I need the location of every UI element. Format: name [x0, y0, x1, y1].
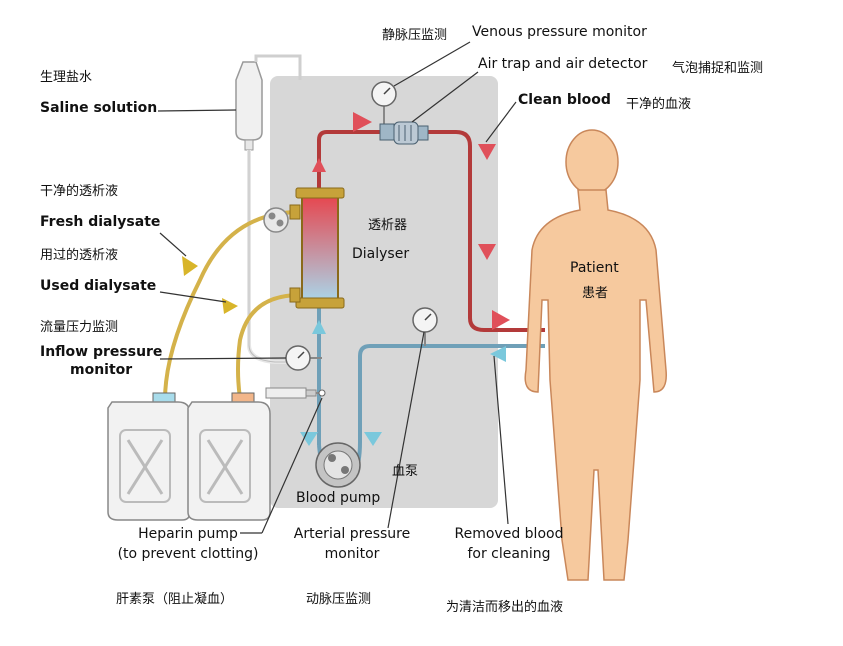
air-trap-label: Air trap and air detector: [478, 56, 648, 72]
patient-silhouette-icon: [524, 129, 667, 581]
heparin-label-2: (to prevent clotting): [117, 546, 259, 562]
flow-arrow-icon: [182, 112, 510, 446]
blood-pump-label: Blood pump: [296, 490, 381, 506]
inflow-pressure-label: Inflow pressure: [40, 344, 163, 360]
air-trap-icon: [379, 121, 429, 145]
inflow-gauge-icon: [285, 345, 322, 371]
removed-blood-label-zh: 为清洁而移出的血液: [446, 600, 564, 615]
used-dialysate-canister-icon: [187, 392, 271, 521]
saline-bag-icon: [235, 61, 290, 364]
flow-meter-icon: [263, 207, 289, 233]
pressure-gauge-icon: [371, 81, 397, 128]
dialyser-icon: [289, 187, 345, 309]
dialyser-label: Dialyser: [352, 246, 410, 262]
saline-label: Saline solution: [40, 100, 158, 116]
arterial-gauge-icon: [412, 307, 438, 346]
heparin-label: Heparin pump: [138, 526, 238, 542]
removed-blood-label-2: for cleaning: [467, 546, 551, 562]
blood-pump-icon: [315, 442, 361, 488]
dialyser-label-zh: 透析器: [368, 218, 408, 233]
arterial-label-zh: 动脉压监测: [306, 592, 372, 607]
inflow-pressure-label-2: monitor: [70, 362, 133, 378]
dialysate-tubes: [163, 210, 301, 401]
leader-lines: [157, 41, 517, 534]
clean-blood-line: [317, 130, 545, 332]
clean-blood-label: Clean blood: [518, 92, 611, 108]
patient-label-zh: 患者: [582, 286, 609, 301]
machine-panel: [270, 76, 498, 508]
patient-label: Patient: [570, 260, 619, 276]
venous-label-zh: 静脉压监测: [382, 28, 448, 43]
fresh-dialysate-label: Fresh dialysate: [40, 214, 161, 230]
blood-pump-label-zh: 血泵: [392, 464, 419, 479]
saline-label-zh: 生理盐水: [40, 70, 93, 85]
used-dialysate-label: Used dialysate: [40, 278, 157, 294]
used-dialysate-label-zh: 用过的透析液: [40, 248, 119, 263]
removed-blood-label: Removed blood: [454, 526, 564, 542]
heparin-label-zh: 肝素泵（阻止凝血）: [116, 592, 234, 607]
air-trap-label-zh: 气泡捕捉和监测: [672, 61, 764, 76]
clean-blood-label-zh: 干净的血液: [626, 97, 692, 112]
clean-dialysate-label-zh: 干净的透析液: [40, 184, 119, 199]
arterial-label: Arterial pressure: [293, 526, 411, 542]
arterial-label-2: monitor: [324, 546, 380, 562]
flow-pressure-label-zh: 流量压力监测: [40, 320, 119, 335]
venous-label: Venous pressure monitor: [472, 24, 647, 40]
dialysate-canister-icon: [107, 392, 191, 521]
heparin-syringe-icon: [265, 387, 326, 399]
